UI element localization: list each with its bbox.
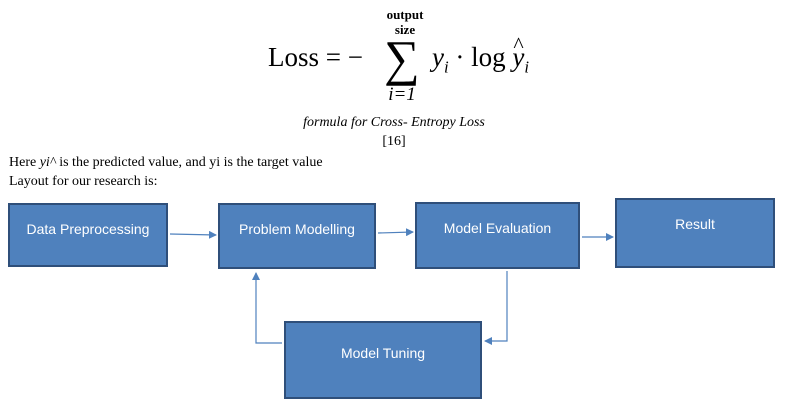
node-data-preprocessing: Data Preprocessing (8, 203, 168, 267)
node-label: Result (675, 216, 715, 232)
sum-upper-line1: output (386, 7, 424, 22)
formula-reference: [16] (382, 134, 406, 149)
node-label: Problem Modelling (239, 221, 355, 237)
layout-intro-line: Layout for our research is: (9, 174, 158, 189)
edge-modelling-to-evaluation (377, 228, 414, 237)
node-model-evaluation: Model Evaluation (415, 202, 580, 269)
node-model-tuning: Model Tuning (284, 321, 482, 399)
line1-prefix: Here (9, 155, 40, 170)
loss-label: Loss (268, 42, 320, 72)
sum-lower-limit: i=1 (388, 84, 416, 105)
explanation-line: Here yi^ is the predicted value, and yi … (9, 155, 323, 171)
sum-upper-limit: output size (380, 7, 430, 37)
edge-tuning-to-modelling (252, 272, 282, 344)
sum-symbol: ∑ (384, 30, 420, 86)
node-label: Model Evaluation (443, 220, 552, 236)
edge-evaluation-to-tuning (484, 271, 508, 345)
formula-lhs: Loss = − (268, 42, 363, 72)
node-label: Data Preprocessing (26, 221, 150, 237)
target-symbol: yi (209, 155, 221, 170)
line1-middle: is the predicted value, and (55, 155, 210, 170)
predicted-symbol: yi^ (39, 155, 56, 170)
formula-caption: formula for Cross- Entropy Loss (303, 115, 485, 130)
edge-preprocessing-to-modelling (169, 230, 217, 239)
formula-body: yi · log yi (432, 28, 529, 84)
sum-upper-line2: size (394, 22, 416, 37)
node-label: Model Tuning (340, 345, 426, 361)
node-result: Result (615, 198, 775, 268)
line1-suffix: is the target value (220, 155, 323, 170)
node-problem-modelling: Problem Modelling (218, 203, 376, 269)
